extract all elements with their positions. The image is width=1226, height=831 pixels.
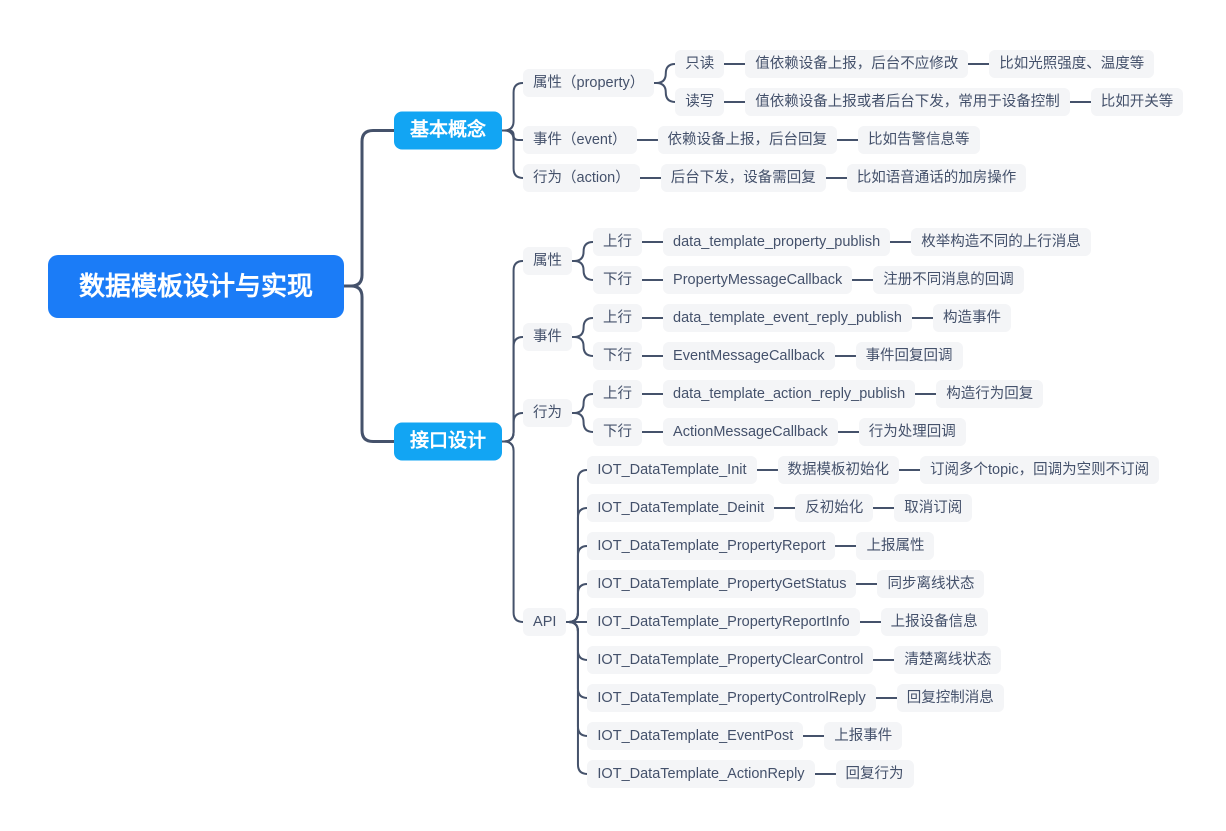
node-iface-property-down[interactable]: 下行 (593, 266, 643, 294)
node-root-topic[interactable]: 数据模板设计与实现 (48, 254, 345, 318)
node-iface-event-up-api[interactable]: data_template_event_reply_publish (663, 304, 912, 332)
node-iface-property-up-desc[interactable]: 枚举构造不同的上行消息 (911, 228, 1091, 256)
node-api-property-getstatus[interactable]: IOT_DataTemplate_PropertyGetStatus (587, 570, 857, 598)
branch-property-readwrite: 读写 值依赖设备上报或者后台下发，常用于设备控制 比如开关等 (675, 88, 1184, 116)
interface-children: 属性 上行 data_template_property_publish (523, 228, 1160, 788)
branch-api-eventpost: IOT_DataTemplate_EventPost 上报事件 (587, 722, 1159, 750)
node-api-eventpost[interactable]: IOT_DataTemplate_EventPost (587, 722, 804, 750)
branch-basic-action: 行为（action） 后台下发，设备需回复 比如语音通话的加房操作 (523, 164, 1183, 192)
node-api-actionreply-desc[interactable]: 回复行为 (835, 760, 914, 788)
root-children: 基本概念 属性（property） 只读 值依赖设备上报，后台不应修改 (394, 50, 1184, 788)
node-api-init-desc[interactable]: 数据模板初始化 (777, 456, 900, 484)
branch-root: 数据模板设计与实现 基本概念 属性（property） 只读 (48, 50, 1184, 788)
branch-iface-action: 行为 上行 data_template_action_reply_publish (523, 380, 1159, 446)
node-iface-event-down-desc[interactable]: 事件回复回调 (855, 342, 963, 370)
branch-api-property-reportinfo: IOT_DataTemplate_PropertyReportInfo 上报设备… (587, 608, 1159, 636)
node-iface-api[interactable]: API (523, 608, 567, 636)
node-api-deinit-desc[interactable]: 反初始化 (795, 494, 874, 522)
node-iface-action[interactable]: 行为 (523, 399, 573, 427)
branch-api-actionreply: IOT_DataTemplate_ActionReply 回复行为 (587, 760, 1159, 788)
node-iface-action-down-desc[interactable]: 行为处理回调 (858, 418, 966, 446)
node-interface-design[interactable]: 接口设计 (394, 422, 503, 461)
node-iface-event-up[interactable]: 上行 (593, 304, 643, 332)
node-iface-property-down-api[interactable]: PropertyMessageCallback (663, 266, 853, 294)
node-api-property-report-desc[interactable]: 上报属性 (856, 532, 935, 560)
node-basic-event-example[interactable]: 比如告警信息等 (858, 126, 980, 154)
node-basic-event-desc[interactable]: 依赖设备上报，后台回复 (657, 126, 838, 154)
branch-iface-event: 事件 上行 data_template_event_reply_publish (523, 304, 1159, 370)
node-api-init[interactable]: IOT_DataTemplate_Init (587, 456, 757, 484)
node-api-property-getstatus-desc[interactable]: 同步离线状态 (877, 570, 985, 598)
node-property-readwrite-desc[interactable]: 值依赖设备上报或者后台下发，常用于设备控制 (745, 88, 1070, 116)
node-basic-action-desc[interactable]: 后台下发，设备需回复 (660, 164, 826, 192)
api-children: IOT_DataTemplate_Init 数据模板初始化 订阅多个topic，… (587, 456, 1160, 788)
branch-basic-concepts: 基本概念 属性（property） 只读 值依赖设备上报，后台不应修改 (394, 50, 1184, 192)
node-iface-action-up-api[interactable]: data_template_action_reply_publish (663, 380, 916, 408)
node-iface-action-up-desc[interactable]: 构造行为回复 (936, 380, 1044, 408)
node-iface-event-up-desc[interactable]: 构造事件 (932, 304, 1011, 332)
node-basic-concepts[interactable]: 基本概念 (394, 111, 503, 150)
node-api-property-clearcontrol[interactable]: IOT_DataTemplate_PropertyClearControl (587, 646, 874, 674)
node-iface-event-down-api[interactable]: EventMessageCallback (663, 342, 835, 370)
node-api-property-clearcontrol-desc[interactable]: 清楚离线状态 (894, 646, 1002, 674)
node-basic-property[interactable]: 属性（property） (523, 69, 655, 97)
node-iface-action-up[interactable]: 上行 (593, 380, 643, 408)
node-iface-property-down-desc[interactable]: 注册不同消息的回调 (873, 266, 1024, 294)
node-property-readonly-desc[interactable]: 值依赖设备上报，后台不应修改 (745, 50, 969, 78)
node-iface-property-up-api[interactable]: data_template_property_publish (663, 228, 891, 256)
branch-basic-property: 属性（property） 只读 值依赖设备上报，后台不应修改 (523, 50, 1184, 116)
node-api-init-extra[interactable]: 订阅多个topic，回调为空则不订阅 (920, 456, 1160, 484)
node-basic-event[interactable]: 事件（event） (523, 126, 637, 154)
branch-api-property-getstatus: IOT_DataTemplate_PropertyGetStatus 同步离线状… (587, 570, 1159, 598)
node-property-readwrite-example[interactable]: 比如开关等 (1090, 88, 1184, 116)
basic-children: 属性（property） 只读 值依赖设备上报，后台不应修改 (523, 50, 1184, 192)
branch-iface-api: API IOT_DataTemplate_Init 数据模板初始化 (523, 456, 1160, 788)
node-api-actionreply[interactable]: IOT_DataTemplate_ActionReply (587, 760, 815, 788)
branch-iface-property: 属性 上行 data_template_property_publish (523, 228, 1159, 294)
node-iface-action-down-api[interactable]: ActionMessageCallback (663, 418, 838, 446)
node-api-property-controlreply[interactable]: IOT_DataTemplate_PropertyControlReply (587, 684, 876, 712)
node-api-property-controlreply-desc[interactable]: 回复控制消息 (896, 684, 1004, 712)
branch-api-init: IOT_DataTemplate_Init 数据模板初始化 订阅多个topic，… (587, 456, 1160, 484)
mindmap-tree: 数据模板设计与实现 基本概念 属性（property） 只读 (48, 50, 1184, 788)
node-api-property-report[interactable]: IOT_DataTemplate_PropertyReport (587, 532, 836, 560)
basic-property-children: 只读 值依赖设备上报，后台不应修改 比如光照强度、温度等 (675, 50, 1184, 116)
node-property-readonly[interactable]: 只读 (675, 50, 725, 78)
node-api-deinit[interactable]: IOT_DataTemplate_Deinit (587, 494, 775, 522)
branch-api-property-report: IOT_DataTemplate_PropertyReport 上报属性 (587, 532, 1159, 560)
node-api-property-reportinfo-desc[interactable]: 上报设备信息 (880, 608, 988, 636)
node-iface-event[interactable]: 事件 (523, 323, 573, 351)
node-iface-property[interactable]: 属性 (523, 247, 573, 275)
branch-basic-event: 事件（event） 依赖设备上报，后台回复 比如告警信息等 (523, 126, 1183, 154)
node-basic-action[interactable]: 行为（action） (523, 164, 640, 192)
branch-property-readonly: 只读 值依赖设备上报，后台不应修改 比如光照强度、温度等 (675, 50, 1183, 78)
branch-api-deinit: IOT_DataTemplate_Deinit 反初始化 取消订阅 (587, 494, 1159, 522)
node-property-readwrite[interactable]: 读写 (675, 88, 725, 116)
node-api-property-reportinfo[interactable]: IOT_DataTemplate_PropertyReportInfo (587, 608, 860, 636)
node-iface-property-up[interactable]: 上行 (593, 228, 643, 256)
node-property-readonly-example[interactable]: 比如光照强度、温度等 (989, 50, 1155, 78)
branch-interface-design: 接口设计 属性 上行 data_template_property_publis… (394, 228, 1183, 788)
node-iface-event-down[interactable]: 下行 (593, 342, 643, 370)
node-iface-action-down[interactable]: 下行 (593, 418, 643, 446)
node-basic-action-example[interactable]: 比如语音通话的加房操作 (846, 164, 1027, 192)
node-api-eventpost-desc[interactable]: 上报事件 (824, 722, 903, 750)
branch-api-property-controlreply: IOT_DataTemplate_PropertyControlReply 回复… (587, 684, 1159, 712)
branch-api-property-clearcontrol: IOT_DataTemplate_PropertyClearControl 清楚… (587, 646, 1159, 674)
node-api-deinit-extra[interactable]: 取消订阅 (894, 494, 973, 522)
